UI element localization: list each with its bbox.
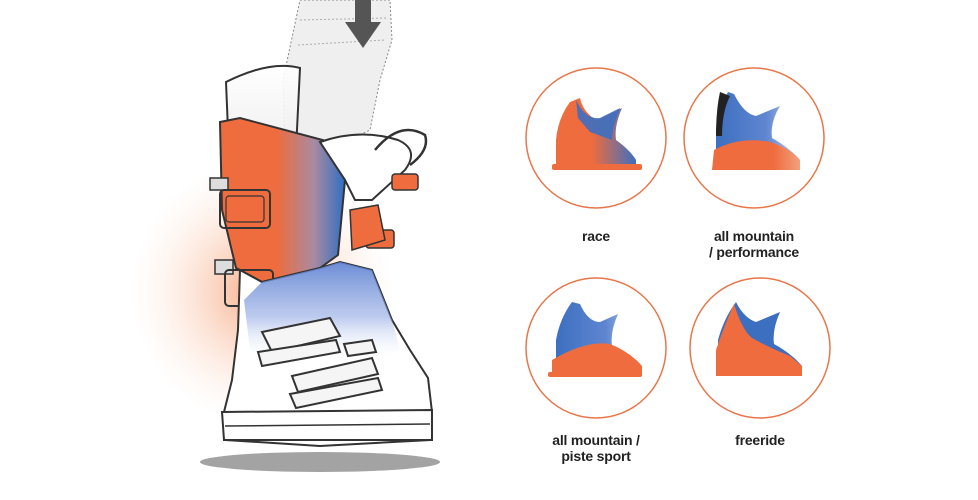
boot-type-circle-race: [525, 67, 667, 209]
boot-illustration: [130, 0, 440, 472]
label-race: race: [506, 228, 686, 244]
boot-type-circle-freeride: [689, 277, 831, 419]
label-all-mountain-performance-line-2: / performance: [709, 244, 799, 260]
boot-shadow: [200, 452, 440, 472]
all-mountain-piste-sport-boot-icon: [548, 302, 642, 377]
shell-buckles: [256, 316, 384, 410]
label-all-mountain-piste-sport-line-1: all mountain /: [552, 432, 640, 448]
freeride-boot-icon: [716, 302, 802, 376]
boot-type-circle-all-mountain-piste-sport: [525, 277, 667, 419]
label-all-mountain-piste-sport: all mountain / piste sport: [506, 432, 686, 464]
right-buckles: [349, 173, 419, 251]
boot-tongue: [318, 133, 413, 201]
label-race-line-1: race: [581, 228, 610, 244]
down-arrow-icon: [345, 0, 381, 48]
boot-cuff: [218, 116, 347, 284]
all-mountain-performance-boot-icon: [712, 92, 800, 170]
label-all-mountain-performance-line-1: all mountain: [713, 228, 795, 244]
race-boot-icon: [552, 98, 642, 170]
label-all-mountain-piste-sport-line-2: piste sport: [561, 448, 631, 464]
label-freeride-line-1: freeride: [735, 432, 785, 448]
cuff-buckle-left: [209, 177, 274, 307]
label-freeride: freeride: [670, 432, 850, 448]
label-all-mountain-performance: all mountain / performance: [664, 228, 844, 260]
boot-type-circle-all-mountain-performance: [683, 67, 825, 209]
